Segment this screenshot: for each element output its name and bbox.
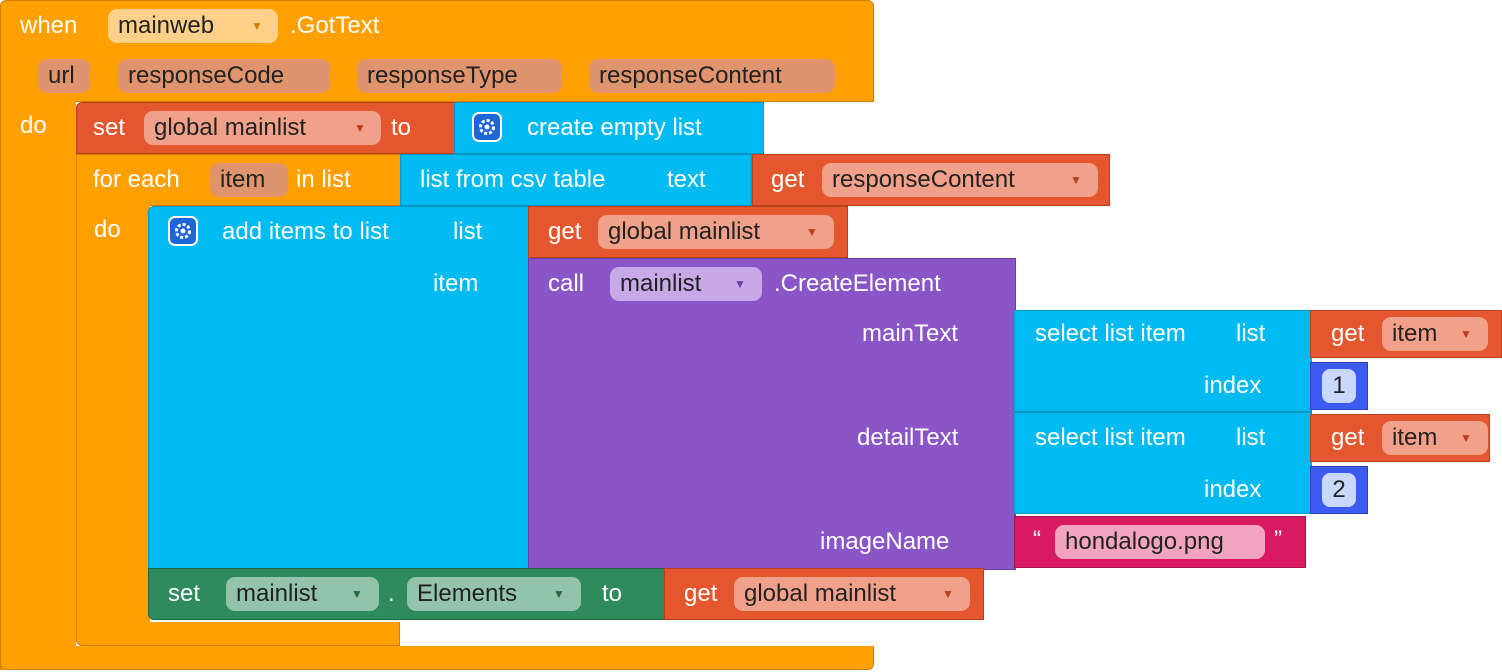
get-label: get (548, 218, 582, 245)
for-each-label: for each (93, 166, 180, 193)
chevron-down-icon: ▼ (734, 277, 746, 291)
number-value-1[interactable]: 1 (1322, 369, 1356, 403)
select-list-item-label: select list item (1035, 320, 1186, 347)
to-label: to (602, 580, 623, 607)
get-label: get (771, 166, 805, 193)
number-value-2[interactable]: 2 (1322, 473, 1356, 507)
property-dropdown-elements[interactable]: Elements ▼ (407, 577, 581, 611)
select-list-item-block-2[interactable] (1014, 412, 1312, 514)
select-list-label: list (1236, 424, 1266, 451)
to-label: to (391, 114, 412, 141)
select-list-item-block-1[interactable] (1014, 310, 1312, 412)
csv-text-label: text (667, 166, 706, 193)
chevron-down-icon: ▼ (251, 19, 263, 33)
component-dropdown-mainlist[interactable]: mainlist ▼ (226, 577, 379, 611)
gear-icon[interactable] (472, 112, 502, 142)
param-url[interactable]: url (38, 59, 90, 93)
chevron-down-icon: ▼ (351, 587, 363, 601)
get-var-dropdown-item[interactable]: item ▼ (1382, 317, 1488, 351)
in-list-label: in list (296, 166, 351, 193)
param-responsecode[interactable]: responseCode (118, 59, 330, 93)
open-quote: “ (1033, 526, 1041, 553)
list-from-csv-table-block[interactable] (400, 154, 752, 206)
param-responsecontent[interactable]: responseContent (589, 59, 835, 93)
chevron-down-icon: ▼ (354, 121, 366, 135)
event-block-body-rail (0, 100, 76, 670)
event-block-footer (0, 646, 874, 670)
select-index-label: index (1204, 476, 1262, 503)
list-from-csv-label: list from csv table (420, 166, 606, 193)
get-var-dropdown-item[interactable]: item ▼ (1382, 421, 1488, 455)
imagename-label: imageName (820, 528, 950, 555)
get-var-dropdown-global-mainlist[interactable]: global mainlist ▼ (734, 577, 970, 611)
chevron-down-icon: ▼ (553, 587, 565, 601)
set-label: set (93, 114, 126, 141)
close-quote: ” (1274, 526, 1282, 553)
select-index-label: index (1204, 372, 1262, 399)
get-var-dropdown-responsecontent[interactable]: responseContent ▼ (822, 163, 1098, 197)
create-empty-list-block[interactable] (454, 102, 764, 154)
dot-label: . (388, 580, 395, 607)
foreach-do-label: do (94, 216, 121, 243)
set-label: set (168, 580, 201, 607)
foreach-body-rail (76, 204, 150, 624)
create-empty-list-label: create empty list (527, 114, 702, 141)
chevron-down-icon: ▼ (1460, 327, 1472, 341)
chevron-down-icon: ▼ (1460, 431, 1472, 445)
chevron-down-icon: ▼ (806, 225, 818, 239)
call-createelement-block[interactable] (528, 258, 1016, 570)
call-label: call (548, 270, 585, 297)
detailtext-label: detailText (857, 424, 959, 451)
get-var-dropdown-global-mainlist[interactable]: global mainlist ▼ (598, 215, 834, 249)
do-label: do (20, 112, 47, 139)
method-name: .CreateElement (774, 270, 941, 297)
add-items-item-label: item (433, 270, 479, 297)
global-var-dropdown[interactable]: global mainlist ▼ (144, 111, 381, 145)
gear-icon[interactable] (168, 216, 198, 246)
loop-var-item[interactable]: item (210, 163, 288, 197)
get-label: get (684, 580, 718, 607)
when-label: when (20, 12, 78, 39)
param-responsetype[interactable]: responseType (357, 59, 562, 93)
foreach-footer (76, 622, 400, 646)
component-dropdown-mainlist[interactable]: mainlist ▼ (610, 267, 762, 301)
add-items-label: add items to list (222, 218, 389, 245)
get-label: get (1331, 424, 1365, 451)
select-list-item-label: select list item (1035, 424, 1186, 451)
component-dropdown-mainweb[interactable]: mainweb ▼ (108, 9, 278, 43)
select-list-label: list (1236, 320, 1266, 347)
chevron-down-icon: ▼ (1070, 173, 1082, 187)
component-name: mainweb (118, 12, 215, 39)
get-label: get (1331, 320, 1365, 347)
maintext-label: mainText (862, 320, 959, 347)
event-name: .GotText (290, 12, 380, 39)
string-value-field[interactable]: hondalogo.png (1055, 525, 1265, 559)
add-items-list-label: list (453, 218, 483, 245)
chevron-down-icon: ▼ (942, 587, 954, 601)
add-items-to-list-block[interactable] (148, 206, 530, 570)
